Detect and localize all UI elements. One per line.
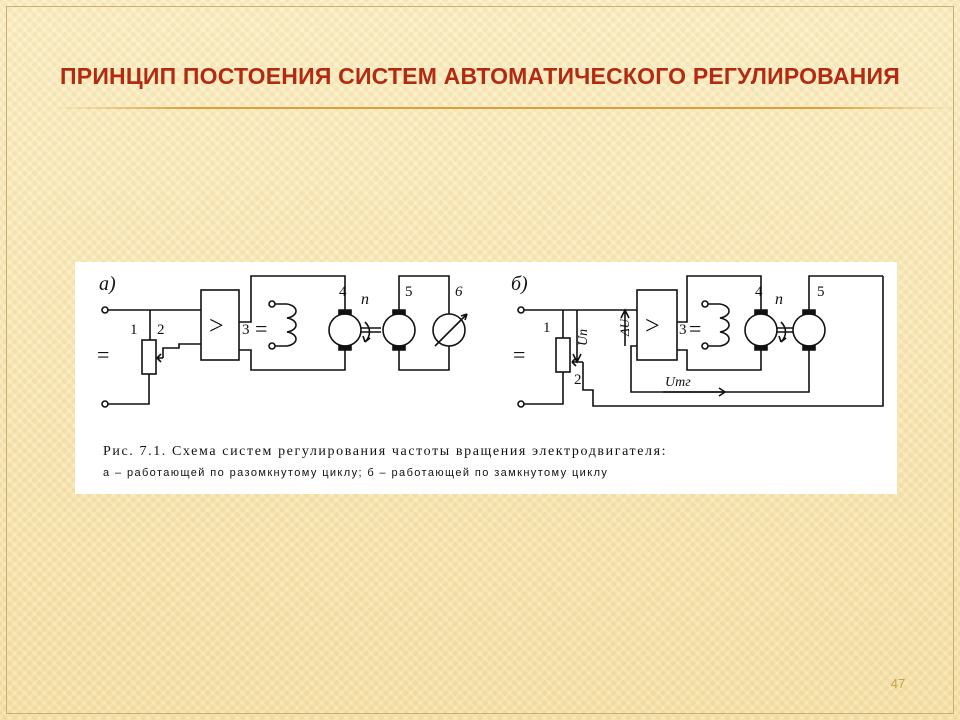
slide-number: 47 [890, 676, 906, 691]
wire [239, 348, 346, 371]
meter-needle [434, 313, 468, 347]
terminal [701, 300, 709, 308]
wire [582, 276, 884, 407]
svg-text:Uтг: Uтг [665, 375, 691, 390]
wiper [156, 353, 163, 363]
wire [398, 275, 450, 314]
amplifier-block [636, 289, 678, 361]
svg-text:2: 2 [574, 372, 582, 388]
shaft [361, 327, 381, 333]
circuit-diagrams: а) = 1 2 > 3 = [97, 273, 884, 408]
potentiometer-1 [141, 339, 157, 375]
svg-text:5: 5 [405, 284, 413, 300]
terminal [517, 306, 525, 314]
svg-text:3: 3 [679, 322, 687, 338]
terminal [268, 342, 276, 350]
svg-text:>: > [645, 311, 660, 340]
winding [275, 303, 297, 347]
wire [677, 348, 762, 371]
svg-text:4: 4 [339, 284, 347, 300]
wire [524, 372, 564, 405]
meter-6 [432, 313, 466, 347]
wire [677, 275, 762, 323]
terminal [701, 342, 709, 350]
svg-text:ΔU: ΔU [617, 317, 632, 337]
svg-text:Uп: Uп [576, 329, 591, 346]
motor-4 [328, 313, 362, 347]
figure-subcaption: а – работающей по разомкнутому циклу; б … [103, 467, 609, 479]
svg-text:=: = [689, 316, 701, 341]
wire [630, 345, 810, 393]
supply-symbol: = [97, 342, 109, 367]
terminal [268, 300, 276, 308]
diagram-b: б) = 1 Uп 2 ΔU > 3 Uтг [511, 273, 884, 408]
svg-text:1: 1 [543, 320, 551, 336]
terminal [101, 400, 109, 408]
title-underline [52, 107, 958, 109]
terminal [517, 400, 525, 408]
svg-text:>: > [209, 311, 224, 340]
svg-text:n: n [361, 291, 369, 308]
figure-panel: а) = 1 2 > 3 = [75, 262, 897, 494]
amplifier-block [200, 289, 240, 361]
svg-text:2: 2 [157, 322, 165, 338]
signal-delta-u [620, 308, 630, 346]
terminal [101, 306, 109, 314]
svg-text:1: 1 [130, 322, 138, 338]
svg-text:5: 5 [817, 284, 825, 300]
diagram-a-label: а) [99, 273, 116, 295]
slide-frame [6, 6, 954, 714]
signal-utg [663, 387, 727, 397]
figure-caption: Рис. 7.1. Схема систем регулирования час… [103, 444, 668, 459]
svg-text:6: 6 [455, 284, 463, 300]
diagram-a: а) = 1 2 > 3 = [97, 273, 468, 408]
wire [108, 374, 150, 405]
svg-text:4: 4 [755, 284, 763, 300]
wire [808, 275, 883, 310]
rotation-arrow [778, 321, 787, 343]
winding [708, 303, 730, 347]
svg-text:=: = [255, 316, 267, 341]
wire [239, 275, 346, 323]
diagram-b-label: б) [511, 273, 528, 295]
tachogenerator-5 [792, 313, 826, 347]
tachogenerator-5 [382, 313, 416, 347]
svg-text:n: n [775, 291, 783, 308]
rotation-arrow [362, 321, 371, 343]
svg-text:3: 3 [242, 322, 250, 338]
potentiometer-1 [555, 337, 571, 373]
motor-4 [744, 313, 778, 347]
slide-title: ПРИНЦИП ПОСТОЕНИЯ СИСТЕМ АВТОМАТИЧЕСКОГО… [60, 63, 900, 89]
wire [398, 346, 450, 371]
wire [162, 343, 201, 358]
supply-symbol: = [513, 342, 525, 367]
wiper [571, 357, 583, 367]
